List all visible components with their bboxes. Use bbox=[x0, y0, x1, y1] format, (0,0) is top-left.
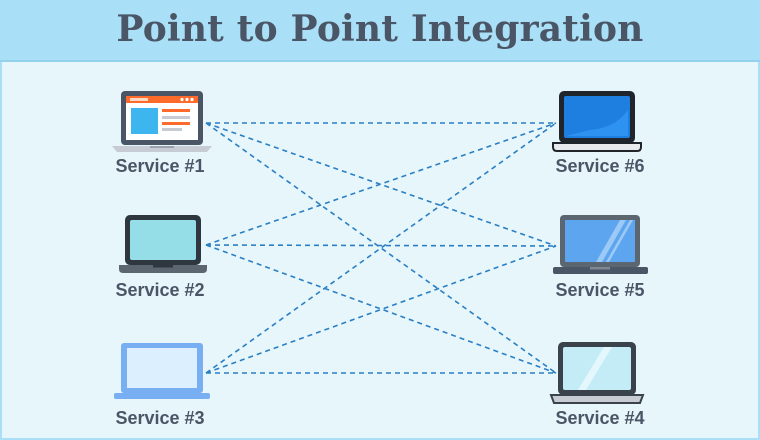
service-4-node: Service #4 bbox=[549, 342, 645, 428]
service-5-label: Service #5 bbox=[555, 280, 644, 300]
browser-laptop-icon bbox=[112, 91, 212, 152]
service-4-label: Service #4 bbox=[555, 408, 644, 428]
blue-laptop-icon bbox=[552, 91, 642, 152]
service-1-label: Service #1 bbox=[115, 156, 204, 176]
service-5-node: Service #5 bbox=[553, 215, 648, 300]
connector-s2-s5 bbox=[205, 244, 557, 247]
service-2-label: Service #2 bbox=[115, 280, 204, 300]
connector-s2-s4 bbox=[205, 244, 557, 374]
service-6-label: Service #6 bbox=[555, 156, 644, 176]
title-banner: Point to Point Integration bbox=[0, 0, 760, 62]
service-3-node: Service #3 bbox=[114, 343, 210, 428]
blue-glare-laptop-icon bbox=[553, 215, 648, 274]
service-1-node: Service #1 bbox=[112, 91, 212, 176]
service-6-node: Service #6 bbox=[552, 91, 645, 176]
connector-lines bbox=[205, 122, 557, 374]
service-2-node: Service #2 bbox=[115, 215, 207, 300]
connector-s2-s6 bbox=[205, 122, 557, 246]
light-blue-laptop-icon bbox=[114, 343, 210, 399]
connector-s3-s5 bbox=[205, 245, 557, 374]
connector-s1-s5 bbox=[205, 122, 557, 247]
silver-laptop-icon bbox=[549, 342, 645, 404]
service-3-label: Service #3 bbox=[115, 408, 204, 428]
page-title: Point to Point Integration bbox=[116, 8, 644, 50]
teal-laptop-icon bbox=[119, 215, 207, 273]
